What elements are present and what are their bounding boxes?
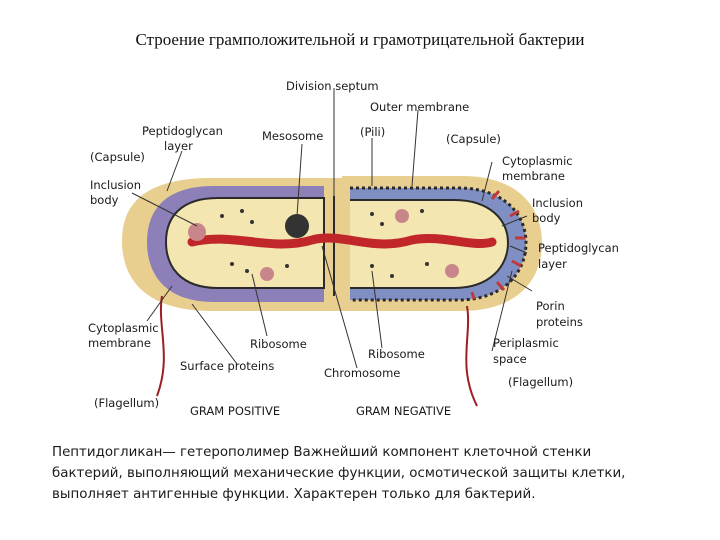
leader-lines — [131, 88, 533, 369]
label-periplasmic-space-2: space — [493, 352, 527, 366]
inclusion-body — [395, 209, 409, 223]
flagellum-left — [156, 295, 165, 397]
label-flagellum-right: (Flagellum) — [508, 375, 574, 389]
label-gram-positive: GRAM POSITIVE — [190, 404, 281, 418]
inclusion-body — [188, 223, 206, 241]
label-surface-proteins: Surface proteins — [180, 359, 275, 373]
description-line: Пептидогликан— гетерополимер Важнейший к… — [52, 445, 592, 460]
porin-proteins — [470, 190, 525, 300]
label-pili: (Pili) — [360, 125, 386, 139]
label-inclusion-body-left-1: Inclusion — [90, 178, 141, 192]
ribosomes — [220, 209, 429, 278]
label-cytoplasmic-membrane-right-1: Cytoplasmic — [502, 154, 573, 168]
description-line: бактерий, выполняющий механические функц… — [52, 466, 626, 481]
description-line: выполняет антигенные функции. Характерен… — [52, 487, 536, 502]
label-inclusion-body-right-1: Inclusion — [532, 196, 583, 210]
label-ribosome-left: Ribosome — [250, 337, 307, 351]
cell-illustration — [122, 88, 542, 407]
label-ribosome-right: Ribosome — [368, 347, 425, 361]
label-capsule-left: (Capsule) — [90, 150, 145, 164]
label-peptidoglycan-layer-right-1: Peptidoglycan — [538, 241, 619, 255]
bacteria-structure-diagram: Division septum Outer membrane Peptidogl… — [72, 66, 645, 428]
inclusion-body — [445, 264, 459, 278]
label-outer-membrane: Outer membrane — [370, 100, 470, 114]
label-inclusion-body-left-2: body — [90, 193, 119, 207]
label-gram-negative: GRAM NEGATIVE — [356, 404, 452, 418]
label-porin-proteins-2: proteins — [536, 315, 583, 329]
label-flagellum-left: (Flagellum) — [94, 396, 160, 410]
chromosome — [187, 233, 497, 249]
label-peptidoglycan-layer-left-1: Peptidoglycan — [142, 124, 223, 138]
mesosome — [285, 214, 309, 238]
inclusion-body — [260, 267, 274, 281]
flagellum-right — [465, 305, 478, 407]
label-mesosome: Mesosome — [262, 129, 324, 143]
label-peptidoglycan-layer-right-2: layer — [538, 257, 567, 271]
label-cytoplasmic-membrane-right-2: membrane — [502, 169, 565, 183]
label-inclusion-body-right-2: body — [532, 211, 561, 225]
label-cytoplasmic-membrane-left-1: Cytoplasmic — [88, 321, 159, 335]
label-chromosome: Chromosome — [324, 366, 401, 380]
cytoplasm-gram-negative — [350, 199, 510, 289]
page-title: Строение грамположительной и грамотрицат… — [135, 30, 585, 49]
label-peptidoglycan-layer-left-2: layer — [164, 139, 193, 153]
label-division-septum: Division septum — [286, 79, 379, 93]
description-text: Пептидогликан— гетерополимер Важнейший к… — [52, 442, 692, 505]
label-porin-proteins-1: Porin — [536, 299, 565, 313]
label-cytoplasmic-membrane-left-2: membrane — [88, 336, 151, 350]
label-capsule-right: (Capsule) — [446, 132, 501, 146]
label-periplasmic-space-1: Periplasmic — [493, 336, 559, 350]
